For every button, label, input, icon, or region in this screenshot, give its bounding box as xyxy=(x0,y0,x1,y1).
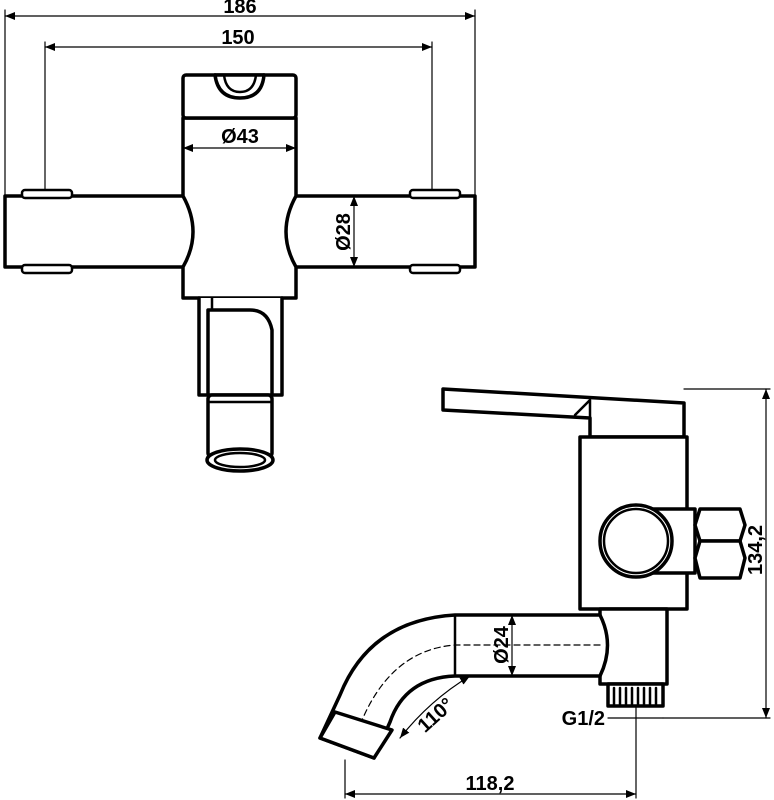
dimension-spout-diameter: Ø24 xyxy=(491,614,516,677)
dimension-body-diameter: Ø28 xyxy=(333,195,358,268)
dim-label-118-2: 118,2 xyxy=(466,773,515,795)
dimension-height: 134,2 xyxy=(662,388,771,719)
dimension-overall-width: 186 xyxy=(4,0,476,196)
dimension-cartridge-diameter: Ø43 xyxy=(182,126,297,152)
dimension-center-distance: 150 xyxy=(44,27,433,191)
top-view: 186 150 xyxy=(3,0,477,473)
spout-base xyxy=(598,607,669,708)
side-view: 134,2 Ø24 110° G1/2 118,2 xyxy=(318,387,771,799)
dim-label-134-2: 134,2 xyxy=(745,525,767,575)
lever-side-view xyxy=(441,387,686,439)
dim-label-d43: Ø43 xyxy=(221,126,259,148)
dim-label-d24: Ø24 xyxy=(491,625,513,664)
dim-label-150: 150 xyxy=(221,27,254,49)
dim-label-110: 110° xyxy=(414,694,459,737)
dimension-projection: 118,2 xyxy=(344,705,637,799)
dim-label-g12: G1/2 xyxy=(562,708,605,730)
dim-label-186: 186 xyxy=(223,0,256,18)
spout-top-view xyxy=(197,296,284,473)
diverter-knob xyxy=(598,503,697,579)
dim-label-d28: Ø28 xyxy=(333,213,355,251)
bent-spout xyxy=(318,613,610,760)
lever-top-view xyxy=(181,73,298,120)
thread-label: G1/2 xyxy=(562,708,664,730)
hex-connector xyxy=(693,507,747,580)
